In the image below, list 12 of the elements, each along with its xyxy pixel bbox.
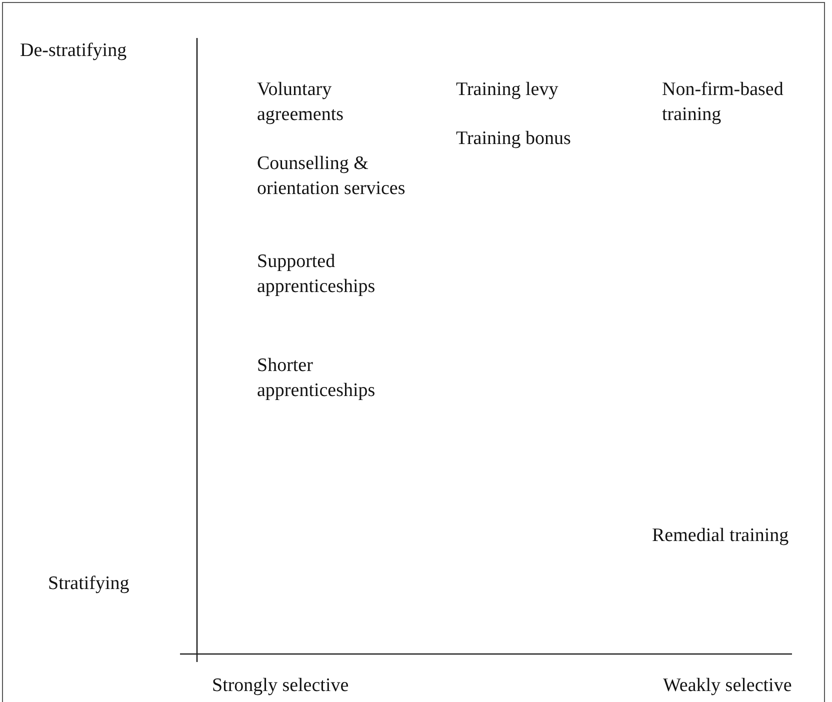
axis-label-text: Training bonus	[456, 127, 571, 151]
axis-label-text: Weakly selective	[663, 674, 792, 698]
axis-label-text: Voluntary agreements	[257, 78, 345, 127]
axis-label-text: Stratifying	[48, 572, 130, 596]
axis-label-text: Non-firm-based training	[662, 78, 784, 127]
axis-label-text: Counselling & orientation services	[257, 152, 406, 201]
axis-label-text: Strongly selective	[212, 674, 349, 698]
axis-label-text: Remedial training	[652, 524, 789, 548]
axis-label-text: De-stratifying	[20, 39, 127, 63]
axis-label-text: Supported apprenticeships	[257, 250, 376, 299]
axis-label-text: Shorter apprenticeships	[257, 354, 376, 403]
axis-label-text: Training levy	[456, 78, 558, 102]
